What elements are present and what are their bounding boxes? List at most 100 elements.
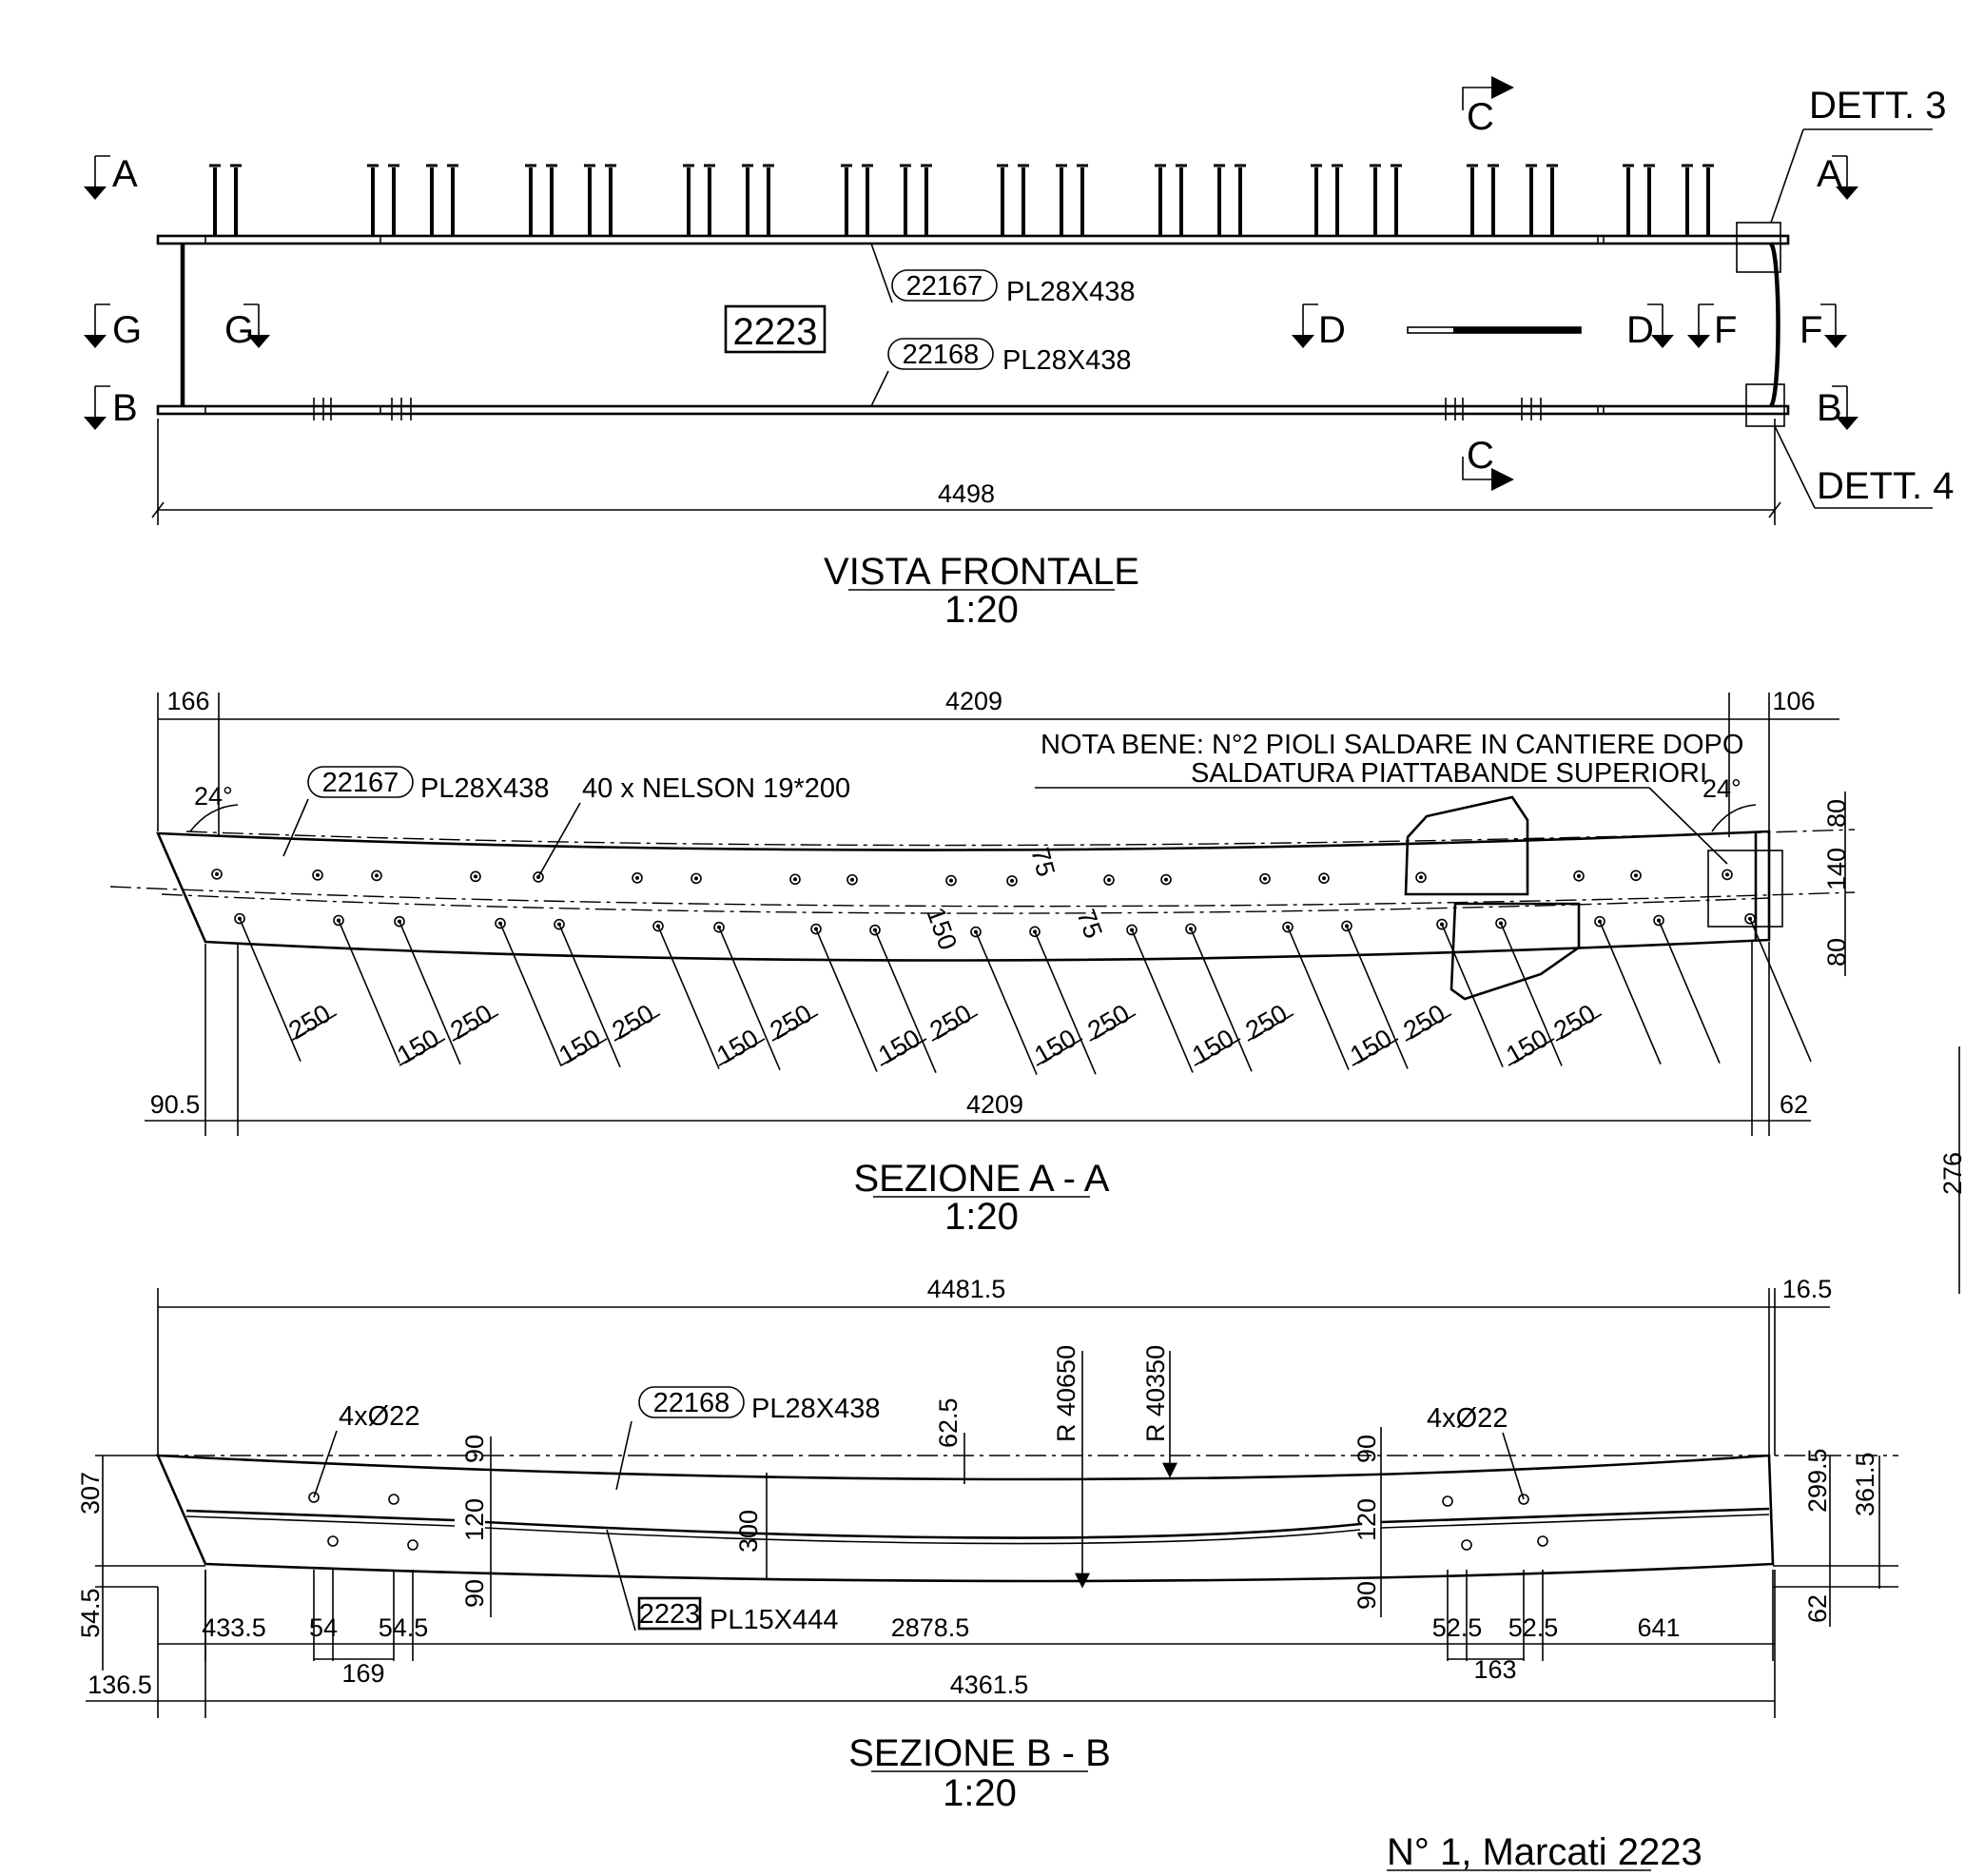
stud-hole (333, 914, 400, 1064)
aa-flange-spec: PL28X438 (420, 773, 549, 804)
mark-box (724, 304, 827, 354)
shear-stud (1526, 164, 1537, 236)
aa-angle-left: 24° (194, 782, 233, 811)
stud-hole (846, 873, 858, 886)
shear-stud (1682, 164, 1693, 236)
shear-stud (1018, 164, 1029, 236)
sheet-edge-dim: 276 (1938, 1152, 1965, 1195)
shear-stud (230, 164, 242, 236)
stud-hole (1126, 924, 1194, 1073)
shear-stud (1077, 164, 1088, 236)
bb-right-dim-361-5: 361.5 (1851, 1452, 1879, 1516)
bb-dim-62-5: 62.5 (934, 1397, 963, 1448)
aa-flange-ref: 22167 (322, 768, 399, 798)
bb-dim-90-right-top: 90 (1352, 1435, 1381, 1463)
shear-stud (1311, 164, 1322, 236)
stud-spacing-dim: 250 (1240, 999, 1292, 1045)
aa-angle-right: 24° (1702, 774, 1741, 803)
stud-hole (1630, 870, 1642, 882)
front-view: DETT. 3 DETT. 4 2223 22167 PL28X438 2216… (84, 76, 1954, 631)
stud-hole (1341, 920, 1409, 1069)
stud-hole (554, 918, 621, 1067)
stud-spacing-dim: 250 (924, 999, 976, 1045)
aa-bottom-dim-90-5: 90.5 (150, 1090, 201, 1119)
stud-hole (691, 872, 702, 885)
bb-dim-120-left: 120 (460, 1498, 489, 1541)
shear-stud (1176, 164, 1187, 236)
section-bb-web-line (185, 1507, 1770, 1539)
stud-hole (371, 870, 382, 882)
bb-left-dim-307: 307 (76, 1472, 105, 1514)
aa-flange-ref-bubble (307, 766, 414, 798)
shear-stud (862, 164, 873, 236)
bb-dim-52-5a: 52.5 (1432, 1613, 1483, 1642)
bottom-flange-shape (156, 404, 1790, 416)
bb-dim-169: 169 (341, 1659, 384, 1688)
bb-dim-300: 300 (734, 1510, 763, 1553)
stud-hole (1436, 918, 1504, 1067)
stud-hole (810, 923, 878, 1072)
bb-radius-40350: R 40350 (1141, 1345, 1170, 1442)
shear-stud (704, 164, 715, 236)
shear-stud (1644, 164, 1655, 236)
section-f-right: F (1800, 309, 1822, 351)
stud-hole (1594, 915, 1662, 1065)
stud-spacing-dim: 250 (1398, 999, 1449, 1045)
overall-length-dim: 4498 (938, 479, 995, 508)
section-markers: A A B B G G D (84, 76, 1858, 491)
aa-note-line-2: SALDATURA PIATTABANDE SUPERIORI (1191, 758, 1707, 789)
section-c-bottom: C (1467, 435, 1494, 477)
shear-stud (763, 164, 774, 236)
stud-hole (312, 870, 323, 881)
aa-bottom-dim-62: 62 (1780, 1090, 1808, 1119)
section-g-left: G (112, 309, 142, 351)
shear-stud (584, 164, 595, 236)
detail-3-label: DETT. 3 (1809, 85, 1946, 127)
bb-left-dim-54-5: 54.5 (76, 1588, 105, 1638)
shear-stud (546, 164, 557, 236)
detail-4-label: DETT. 4 (1817, 465, 1954, 507)
aa-right-dim-140: 140 (1822, 848, 1851, 890)
section-bb-plate (155, 1454, 1775, 1583)
aa-pitch-75a: 75 (1025, 845, 1060, 880)
shear-stud (1467, 164, 1478, 236)
shear-stud (388, 164, 399, 236)
shear-stud (841, 164, 852, 236)
shear-stud (367, 164, 379, 236)
stud-hole (211, 869, 223, 880)
stud-spacing-dim: 250 (1082, 999, 1134, 1045)
stud-spacing-dim: 250 (1548, 999, 1600, 1045)
aa-studs-label: 40 x NELSON 19*200 (582, 773, 850, 804)
bb-holes-right: 4xØ22 (1427, 1403, 1508, 1434)
top-flange-ref-bubble (891, 269, 998, 302)
stud-hole (470, 870, 481, 883)
stud-spacing-dim: 150 (711, 1024, 763, 1070)
front-view-title: VISTA FRONTALE (824, 551, 1139, 593)
stud-hole (1722, 869, 1733, 881)
bb-radius-40650: R 40650 (1052, 1345, 1080, 1442)
aa-bottom-dim-4209: 4209 (966, 1090, 1023, 1119)
stud-hole (394, 915, 461, 1065)
section-b-left: B (112, 387, 138, 429)
shear-stud (525, 164, 536, 236)
shear-stud (1547, 164, 1558, 236)
aa-pitch-150: 150 (921, 904, 963, 954)
section-f-left: F (1714, 309, 1737, 351)
section-d-right: D (1626, 309, 1654, 351)
bb-dim-433-5: 433.5 (202, 1613, 266, 1642)
bb-dim-120-right: 120 (1352, 1498, 1381, 1541)
aa-top-dim-166: 166 (166, 687, 209, 715)
shear-stud (1623, 164, 1634, 236)
stud-hole (1185, 923, 1253, 1072)
bb-dim-90-left-top: 90 (460, 1435, 489, 1463)
aa-top-dim-106: 106 (1772, 687, 1815, 715)
section-a-right: A (1817, 153, 1842, 195)
bb-dim-54: 54 (309, 1613, 338, 1642)
aa-top-dim-4209: 4209 (945, 687, 1002, 715)
bb-flange-spec: PL28X438 (751, 1394, 880, 1424)
bb-flange-ref-bubble (638, 1386, 745, 1418)
bb-dim-641: 641 (1637, 1613, 1680, 1642)
bb-right-dim-299-5: 299.5 (1803, 1448, 1832, 1513)
stud-hole (1103, 874, 1115, 886)
